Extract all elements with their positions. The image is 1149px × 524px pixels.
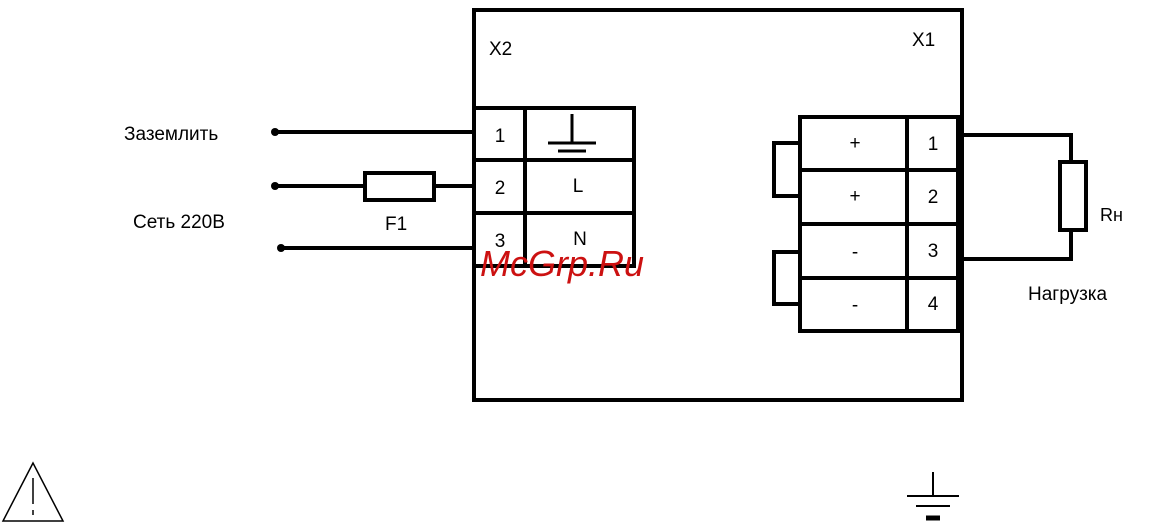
- terminal-dot-ground: [271, 128, 279, 136]
- device-enclosure: [474, 10, 962, 400]
- load-wire-bottom: [958, 230, 1071, 259]
- terminal-dot-line: [271, 182, 279, 190]
- fuse-f1: [365, 173, 434, 200]
- terminal-dot-neutral: [277, 244, 285, 252]
- x2-label: X2: [489, 39, 512, 60]
- x1-terminal-4-number: 4: [928, 294, 939, 315]
- x1-label: X1: [912, 30, 935, 51]
- load-resistor: [1060, 162, 1086, 230]
- x1-terminal-1-sign: +: [849, 133, 860, 154]
- x1-terminal-1-number: 1: [928, 134, 939, 155]
- x1-terminal-3-sign: -: [852, 242, 858, 263]
- x1-terminal-2-number: 2: [928, 187, 939, 208]
- jumper-minus: [774, 252, 800, 304]
- x1-terminal-4-sign: -: [852, 295, 858, 316]
- x2-terminal-2-function: L: [573, 176, 584, 197]
- network-label: Сеть 220В: [133, 212, 225, 233]
- resistor-label: Rн: [1100, 205, 1123, 225]
- jumper-plus: [774, 143, 800, 196]
- ground-label: Заземлить: [124, 124, 218, 145]
- x2-terminal-1-number: 1: [495, 126, 506, 147]
- ground-symbol-icon: [548, 114, 596, 151]
- load-label: Нагрузка: [1028, 284, 1108, 305]
- ground-mark-icon: [907, 472, 959, 518]
- fuse-label: F1: [385, 214, 407, 235]
- load-wire-top: [958, 135, 1071, 162]
- x2-terminal-2-number: 2: [495, 178, 506, 199]
- warning-triangle-icon: [3, 463, 63, 521]
- watermark: McGrp.Ru: [480, 243, 644, 284]
- x1-terminal-3-number: 3: [928, 241, 939, 262]
- x1-terminal-2-sign: +: [849, 186, 860, 207]
